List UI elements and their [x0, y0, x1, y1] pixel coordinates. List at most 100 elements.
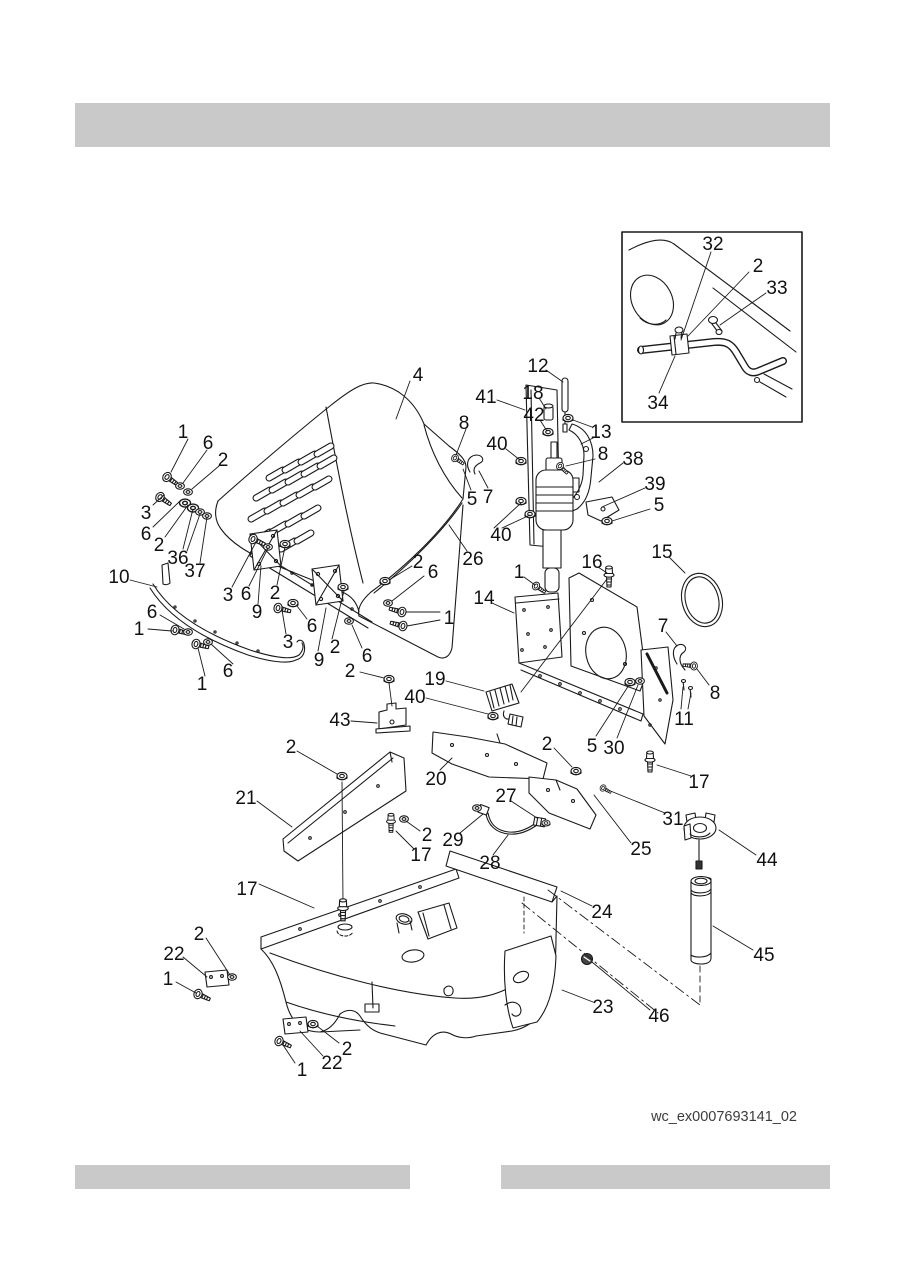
- callout-7: 7: [483, 487, 494, 508]
- side-plate-14: [514, 592, 563, 664]
- callout-9: 9: [252, 602, 263, 623]
- callout-1: 1: [514, 562, 525, 583]
- callout-6: 6: [141, 524, 152, 545]
- callout-15: 15: [651, 542, 672, 563]
- pin-12: [561, 377, 569, 413]
- callout-9: 9: [314, 650, 325, 671]
- callout-32: 32: [702, 234, 723, 255]
- callout-2: 2: [342, 1039, 353, 1060]
- nut-fastener: [570, 766, 582, 776]
- plate-20: [431, 731, 548, 780]
- washer-fastener: [472, 804, 482, 812]
- bottom-left-gray-bar: [75, 1165, 410, 1189]
- latch-hook-7: [672, 644, 687, 671]
- callout-2: 2: [542, 734, 553, 755]
- bottom-right-gray-bar: [501, 1165, 830, 1189]
- callout-41: 41: [475, 387, 496, 408]
- nut-fastener: [601, 516, 613, 526]
- callout-1: 1: [197, 674, 208, 695]
- bracket-43: [375, 702, 411, 734]
- callout-2: 2: [218, 450, 229, 471]
- callout-29: 29: [442, 830, 463, 851]
- callout-2: 2: [270, 583, 281, 604]
- callout-24: 24: [591, 902, 613, 923]
- top-gray-bar: [75, 103, 830, 147]
- bolt-fastener: [388, 617, 409, 633]
- nut-fastener: [562, 413, 574, 423]
- callout-14: 14: [473, 588, 495, 609]
- callout-3: 3: [223, 585, 234, 606]
- callout-2: 2: [330, 637, 341, 658]
- nut-fastener: [542, 427, 554, 437]
- callout-17: 17: [688, 772, 709, 793]
- callout-30: 30: [603, 738, 624, 759]
- callout-4: 4: [413, 365, 424, 386]
- panel-21: [282, 751, 407, 904]
- cylinder-body: [535, 469, 574, 531]
- nut-fastener: [624, 677, 636, 687]
- callout-22: 22: [163, 944, 184, 965]
- callout-6: 6: [307, 616, 318, 637]
- callout-6: 6: [147, 602, 158, 623]
- chassis-frame: [204, 850, 594, 1046]
- callout-19: 19: [424, 669, 445, 690]
- callout-36: 36: [167, 548, 188, 569]
- washer-fastener: [183, 628, 193, 636]
- callout-10: 10: [108, 567, 129, 588]
- panel-assembly: [514, 572, 724, 745]
- bolt-fastener: [153, 490, 174, 509]
- centerlines: [388, 578, 701, 1014]
- callout-2: 2: [154, 535, 165, 556]
- callout-28: 28: [479, 853, 500, 874]
- tube-clamp: [669, 333, 690, 356]
- callout-2: 2: [286, 737, 297, 758]
- callout-3: 3: [141, 503, 152, 524]
- callout-8: 8: [459, 413, 470, 434]
- washer-fastener: [383, 599, 393, 607]
- callout-18: 18: [522, 383, 543, 404]
- canister-45: [690, 875, 712, 965]
- callout-46: 46: [648, 1006, 669, 1027]
- bolt-fastener: [682, 660, 699, 671]
- callout-5: 5: [654, 495, 665, 516]
- latch-hook-7: [467, 454, 484, 475]
- flange-bolt: [644, 750, 656, 773]
- callout-17: 17: [410, 845, 431, 866]
- cap-44: [683, 812, 717, 870]
- nut-fastener: [515, 496, 527, 506]
- frame-side-plate: [503, 935, 557, 1029]
- callout-5: 5: [467, 489, 478, 510]
- callout-1: 1: [178, 422, 189, 443]
- hood-opening-ellipse: [629, 274, 675, 326]
- plate-25: [528, 776, 597, 830]
- hose-28: [487, 812, 537, 833]
- callout-1: 1: [444, 608, 455, 629]
- flange-bolt: [603, 565, 615, 588]
- nut-fastener: [383, 674, 395, 684]
- callout-37: 37: [184, 561, 205, 582]
- flange-bolt: [386, 812, 396, 833]
- bolt-fastener: [387, 603, 408, 619]
- washer-fastener: [227, 973, 237, 981]
- washer-fastener: [263, 543, 273, 551]
- leader-lines: [129, 251, 767, 1064]
- callout-16: 16: [581, 552, 602, 573]
- callout-21: 21: [235, 788, 256, 809]
- figure-id-watermark: wc_ex0007693141_02: [650, 1109, 797, 1125]
- callout-2: 2: [422, 825, 433, 846]
- hood-part: [215, 382, 467, 659]
- main-panel: [568, 572, 647, 692]
- seat-plate-24: [445, 850, 558, 903]
- callout-2: 2: [413, 552, 424, 573]
- flange-bolt: [337, 898, 349, 922]
- callout-6: 6: [241, 584, 252, 605]
- washer-fastener: [183, 488, 193, 496]
- nut-fastener: [379, 576, 391, 586]
- callout-33: 33: [766, 278, 787, 299]
- callout-labels: 4 1 6 2 3 6 2 36 37 41 8 40 12 18 42 13 …: [108, 234, 787, 1081]
- callout-45: 45: [753, 945, 774, 966]
- sub-panel-30: [640, 646, 674, 745]
- bracket-39: [585, 496, 620, 522]
- callout-5: 5: [587, 736, 598, 757]
